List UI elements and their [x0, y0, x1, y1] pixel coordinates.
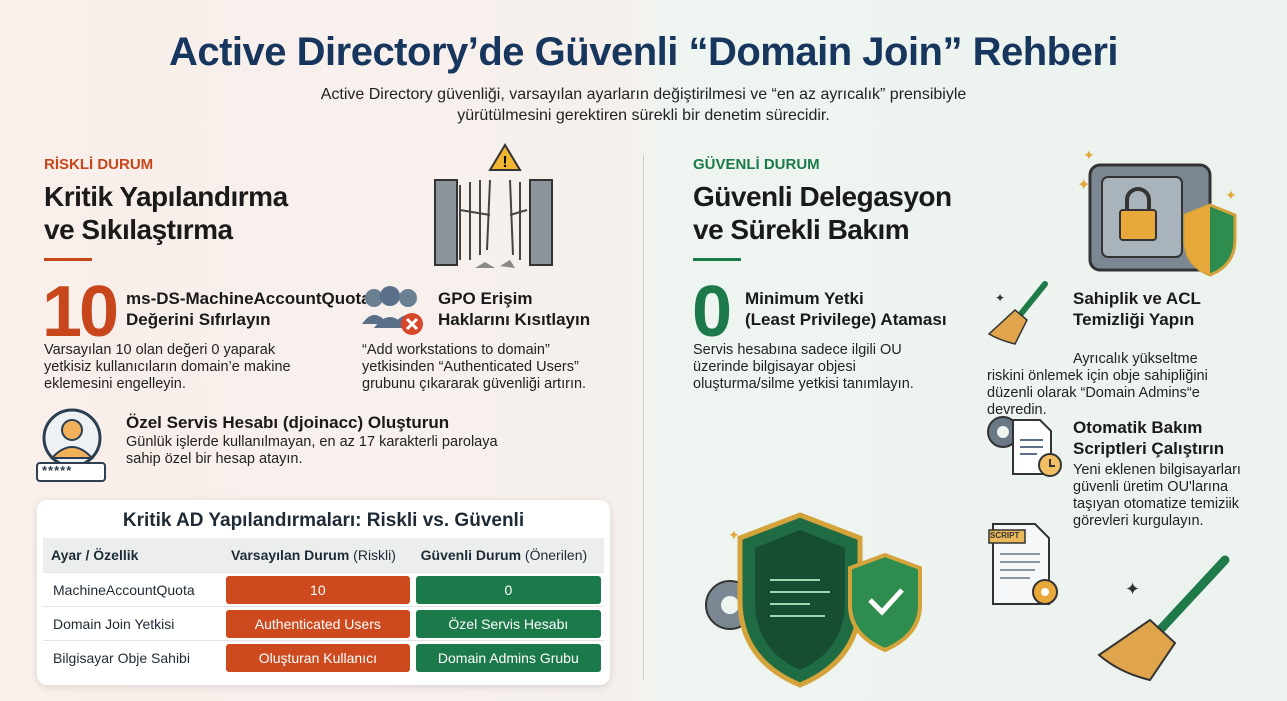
- risk-heading-line2: ve Sıkılaştırma: [44, 214, 233, 245]
- large-broom-icon: ✦: [1097, 555, 1230, 682]
- header-default: Varsayılan Durum (Riskli): [223, 538, 413, 573]
- cell-setting: MachineAccountQuota: [43, 572, 223, 607]
- svg-text:✦: ✦: [995, 291, 1005, 305]
- comparison-table-card: Kritik AD Yapılandırmaları: Riskli vs. G…: [37, 500, 610, 685]
- quota-desc: Varsayılan 10 olan değeri 0 yaparak yetk…: [44, 342, 291, 392]
- maintenance-title-line2: Scriptleri Çalıştırın: [1073, 439, 1225, 458]
- users-denied-icon: [362, 286, 423, 335]
- safe-heading-line2: ve Sürekli Bakım: [693, 214, 910, 245]
- gpo-title-line2: Haklarını Kısıtlayın: [438, 310, 591, 329]
- section-divider: [643, 155, 644, 680]
- svg-text:✦: ✦: [1083, 150, 1095, 163]
- acl-title-line2: Temizliği Yapın: [1073, 310, 1195, 329]
- acl-title: Sahiplik ve ACL Temizliği Yapın: [1073, 288, 1201, 330]
- maintenance-title-line1: Otomatik Bakım: [1073, 418, 1203, 437]
- script-label: SCRIPT: [990, 531, 1020, 540]
- header-setting: Ayar / Özellik: [43, 538, 223, 573]
- password-mask: *****: [42, 463, 73, 478]
- table-title: Kritik AD Yapılandırmaları: Riskli vs. G…: [122, 510, 525, 531]
- script-document-icon: [988, 523, 1058, 605]
- gpo-desc: “Add workstations to domain” yetkisinden…: [362, 342, 587, 392]
- cell-default: 10: [226, 575, 410, 604]
- quota-title-line1: ms-DS-MachineAccountQuota: [126, 289, 371, 308]
- quota-title-line2: Değerini Sıfırlayın: [126, 310, 271, 329]
- vault-shield-icon: ✦ ✦ ✦: [1077, 150, 1237, 277]
- page-subtitle: Active Directory güvenliği, varsayılan a…: [320, 86, 967, 124]
- cell-setting: Bilgisayar Obje Sahibi: [43, 640, 223, 675]
- svg-text:✦: ✦: [1077, 177, 1090, 194]
- risk-heading-line1: Kritik Yapılandırma: [44, 181, 288, 212]
- safe-underline: [693, 258, 741, 261]
- broom-icon: ✦: [987, 281, 1048, 345]
- cell-default: Oluşturan Kullanıcı: [226, 643, 410, 672]
- maintenance-desc: Yeni eklenen bilgisayarları güvenli üret…: [1073, 462, 1241, 529]
- safe-tag: GÜVENLİ DURUM: [693, 156, 820, 173]
- svg-text:✦: ✦: [1225, 187, 1237, 203]
- header-secure: Güvenli Durum (Önerilen): [412, 538, 604, 573]
- svg-text:✦: ✦: [1125, 579, 1140, 599]
- secure-shield-icon: ✦: [705, 512, 922, 688]
- risk-underline: [44, 258, 92, 261]
- least-privilege-desc: Servis hesabına sadece ilgili OU üzerind…: [693, 342, 914, 392]
- table-header-row: Ayar / Özellik Varsayılan Durum (Riskli)…: [43, 538, 604, 573]
- cell-secure: Özel Servis Hesabı: [415, 609, 601, 638]
- broken-gate-icon: !: [434, 143, 553, 268]
- safe-heading-line1: Güvenli Delegasyon: [693, 181, 952, 212]
- gear-document-clock-icon: [987, 416, 1062, 477]
- acl-title-line1: Sahiplik ve ACL: [1073, 289, 1201, 308]
- gpo-title-line1: GPO Erişim: [438, 289, 533, 308]
- cell-setting: Domain Join Yetkisi: [43, 606, 223, 641]
- cell-secure: 0: [415, 575, 601, 604]
- svg-text:✦: ✦: [728, 527, 740, 543]
- service-account-icon: [36, 408, 106, 482]
- acl-desc: Ayrıcalık yükseltme riskini önlemek için…: [987, 351, 1208, 418]
- least-privilege-title-line2: (Least Privilege) Ataması: [745, 310, 947, 329]
- risk-tag: RİSKLİ DURUM: [44, 156, 154, 173]
- quota-number: 10: [42, 272, 119, 352]
- comparison-table: Ayar / Özellik Varsayılan Durum (Riskli)…: [43, 538, 604, 675]
- cell-default: Authenticated Users: [226, 609, 410, 638]
- cell-secure: Domain Admins Grubu: [415, 643, 601, 672]
- least-privilege-title: Minimum Yetki (Least Privilege) Ataması: [745, 288, 947, 330]
- least-privilege-number: 0: [692, 272, 732, 352]
- least-privilege-title-line1: Minimum Yetki: [745, 289, 864, 308]
- service-account-title: Özel Servis Hesabı (djoinacc) Oluşturun: [126, 413, 450, 432]
- service-account-desc: Günlük işlerde kullanılmayan, en az 17 k…: [126, 434, 498, 467]
- svg-text:!: !: [502, 154, 507, 171]
- page-title: Active Directory’de Güvenli “Domain Join…: [168, 30, 1119, 74]
